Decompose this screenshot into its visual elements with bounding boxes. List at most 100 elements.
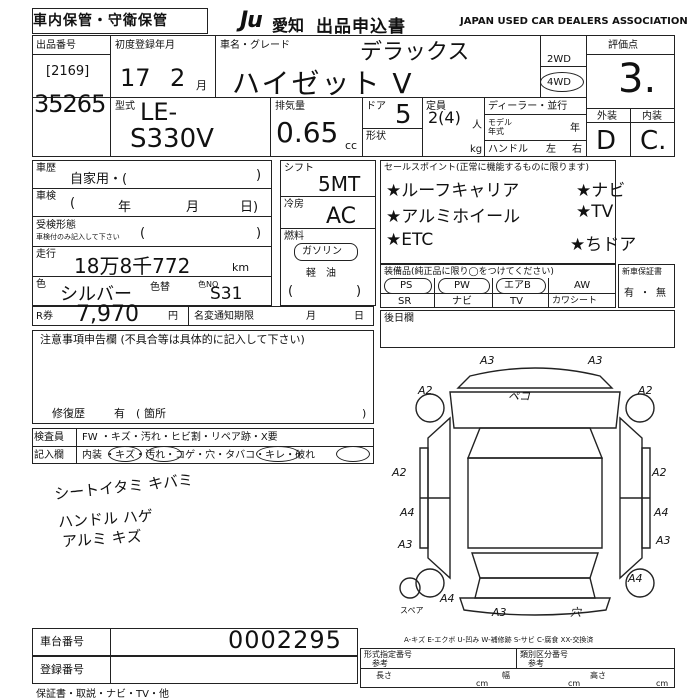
registration-month-unit: 月 xyxy=(196,79,207,92)
aircon-label: 冷房 xyxy=(284,199,304,210)
model-year-label1: モデル xyxy=(488,118,512,127)
chassis-frame xyxy=(32,628,358,656)
fuel-label: 燃料 xyxy=(284,231,304,242)
middle-left-frame xyxy=(32,160,272,306)
top-section-frame xyxy=(32,35,675,157)
model-year-label2: 年式 xyxy=(488,127,504,136)
form-cert-cm1: cm xyxy=(476,679,489,688)
shape-label: 形状 xyxy=(366,131,386,142)
inspector-line2: 内装 ・キズ・汚れ・コゲ・穴・タバコ・キレ・破れ xyxy=(82,450,316,461)
equipment-airbag-circle xyxy=(496,278,546,294)
car-diagram: A3 A3 A2 A2 A2 A2 A4 A4 A3 A3 A4 A4 A3 穴… xyxy=(391,354,671,619)
damage-label: A2 xyxy=(391,466,407,479)
later-frame xyxy=(380,310,675,348)
damage-label: A3 xyxy=(655,534,671,547)
equipment-tv: TV xyxy=(510,296,523,307)
form-cert-cm3: cm xyxy=(656,679,669,688)
lot-number: 35265 xyxy=(34,90,106,118)
chassis-label: 車台番号 xyxy=(40,635,84,648)
circle-yabure xyxy=(336,446,370,462)
form-cert-length: 長さ xyxy=(376,671,392,680)
equipment-navi: ナビ xyxy=(452,296,472,307)
equipment-seat: カワシート xyxy=(552,296,598,306)
shaken-month: 月 xyxy=(186,200,200,215)
notes-label: 注意事項申告欄 (不具合等は具体的に記入して下さい) xyxy=(40,333,305,346)
receiving-close: ) xyxy=(256,226,262,241)
circle-tabako xyxy=(256,446,300,462)
drive-2wd: 2WD xyxy=(547,54,571,65)
shaken-open: ( xyxy=(70,196,76,211)
org-en: JAPAN USED CAR DEALERS ASSOCIATION xyxy=(460,16,688,27)
dealer-label: ディーラー・並行 xyxy=(488,101,568,112)
handle-label: ハンドル xyxy=(488,144,528,155)
receiving-open: ( xyxy=(140,226,146,241)
sales-point-2: ★アルミホイール xyxy=(386,207,521,227)
damage-label: A3 xyxy=(587,354,603,367)
recycle-label: R券 xyxy=(36,311,53,322)
model-prefix: LE- xyxy=(140,98,178,126)
warranty-yes: 有 xyxy=(624,288,634,299)
damage-label: A3 xyxy=(397,538,413,551)
equipment-aw: AW xyxy=(574,280,591,291)
history-value: 自家用・( xyxy=(70,172,128,187)
displacement-label: 排気量 xyxy=(275,101,305,112)
equipment-ps-circle xyxy=(384,278,432,294)
shift-value: 5MT xyxy=(318,172,361,196)
inspector-line1: FW ・キズ・汚れ・ヒビ割・リペア跡・X要 xyxy=(82,432,278,443)
equipment-pw-circle xyxy=(438,278,490,294)
shaken-day: 日) xyxy=(240,200,259,215)
handle-left: 左 xyxy=(546,144,556,155)
ext-value: D xyxy=(596,126,617,156)
capacity-value: 2(4) xyxy=(428,108,461,127)
warranty-no: 無 xyxy=(656,288,666,299)
sales-point-4: ★ナビ xyxy=(576,181,626,201)
damage-labels: A3 A3 A2 A2 A2 A2 A4 A4 A3 A3 A4 A4 A3 穴… xyxy=(391,354,671,619)
notice-label: 名変通知期限 xyxy=(194,311,254,322)
history-label: 車歴 xyxy=(36,163,56,174)
sales-point-6: ★ちドア xyxy=(570,235,637,255)
doors-label: ドア xyxy=(366,101,386,112)
model-code: S330V xyxy=(130,124,214,154)
color-label: 色 xyxy=(36,279,46,290)
equipment-sr: SR xyxy=(398,296,412,307)
inspector-label: 検査員 xyxy=(34,432,64,443)
damage-label: A4 xyxy=(439,592,455,605)
form-cert-label1: 形式指定番号 xyxy=(364,650,412,659)
capacity-label: 定員 xyxy=(426,101,446,112)
damage-label: A2 xyxy=(417,384,433,397)
damage-label: 穴 xyxy=(570,606,582,619)
receiving-label: 受検形態 xyxy=(36,220,76,231)
warranty-sep: ・ xyxy=(640,288,650,299)
repair-yes: 有 xyxy=(114,407,125,420)
car-name: ハイゼット V xyxy=(232,67,414,100)
lot-sub-number: [2169] xyxy=(46,64,90,79)
doors-value: 5 xyxy=(395,100,412,130)
entry-label: 記入欄 xyxy=(34,450,64,461)
header-left-box xyxy=(32,8,208,34)
ext-label: 外装 xyxy=(597,111,617,122)
history-close: ) xyxy=(256,168,262,183)
sales-point-1: ★ルーフキャリア xyxy=(386,181,520,201)
fuel-diesel: 軽 油 xyxy=(306,268,336,279)
damage-label: A3 xyxy=(479,354,495,367)
notice-month: 月 xyxy=(306,311,316,322)
form-cert-label2: 類別区分番号 xyxy=(520,650,568,659)
color-code: S31 xyxy=(210,284,243,304)
color-change-label: 色替 xyxy=(150,282,170,293)
capacity-unit: 人 xyxy=(472,120,482,131)
repair-label: 修復歴 xyxy=(52,407,85,420)
color-value: シルバー xyxy=(60,284,132,305)
damage-label: A3 xyxy=(491,606,507,619)
spec-frame xyxy=(280,160,376,306)
ju-logo: Ju xyxy=(240,8,263,33)
fuel-gas-circle xyxy=(294,243,358,261)
shaken-year: 年 xyxy=(118,200,132,215)
registration-year: 17 xyxy=(120,64,151,92)
damage-legend: A-キズ E-エクボ U-凹み W-補修跡 S-サビ C-腐食 XX-交換済 xyxy=(404,636,594,644)
fuel-close: ) xyxy=(356,284,362,299)
form-cert-height: 高さ xyxy=(590,671,606,680)
circle-kizu xyxy=(108,446,142,462)
car-name-label: 車名・グレード xyxy=(220,40,290,51)
drive-4wd-circle xyxy=(540,72,584,92)
mileage-label: 走行 xyxy=(36,249,56,260)
